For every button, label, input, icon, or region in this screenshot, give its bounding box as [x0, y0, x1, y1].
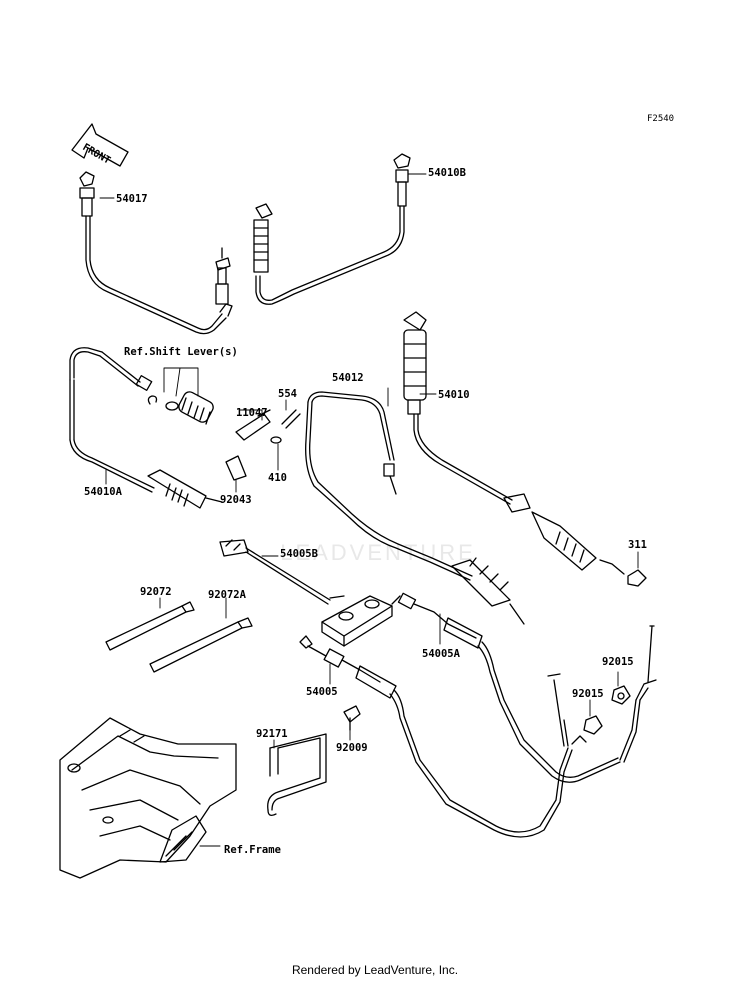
- label-11047[interactable]: 11047: [236, 407, 268, 419]
- diagram-id: F2540: [647, 114, 675, 124]
- cable-54010B: [253, 153, 411, 305]
- label-ref-frame: Ref.Frame: [224, 844, 281, 856]
- shift-lever-parts: [147, 391, 301, 481]
- label-92072[interactable]: 92072: [140, 586, 172, 598]
- bolt-92009: [343, 705, 361, 731]
- cable-ties: [105, 601, 253, 673]
- cable-54012: [305, 391, 525, 625]
- label-92171[interactable]: 92171: [256, 728, 288, 740]
- label-54012[interactable]: 54012: [332, 372, 364, 384]
- cable-54010: [403, 311, 647, 587]
- cable-54005B: [219, 539, 345, 605]
- label-410[interactable]: 410: [268, 472, 287, 484]
- cable-54005A: [397, 592, 657, 783]
- label-92015-lower[interactable]: 92015: [572, 688, 604, 700]
- label-92072A[interactable]: 92072A: [208, 589, 246, 601]
- label-ref-shift-lever: Ref.Shift Lever(s): [124, 346, 238, 358]
- cable-54010A: [69, 347, 223, 509]
- label-54010A[interactable]: 54010A: [84, 486, 122, 498]
- label-54005A[interactable]: 54005A: [422, 648, 460, 660]
- watermark: LEADVENTURE: [280, 540, 476, 565]
- footer-credit: Rendered by LeadVenture, Inc.: [291, 963, 459, 977]
- cable-54017: [79, 171, 233, 335]
- leader-lines: [99, 173, 639, 847]
- label-54010[interactable]: 54010: [438, 389, 470, 401]
- label-311[interactable]: 311: [628, 539, 647, 551]
- label-92009[interactable]: 92009: [336, 742, 368, 754]
- frame-part: [59, 717, 237, 879]
- label-92015-upper[interactable]: 92015: [602, 656, 634, 668]
- label-54017[interactable]: 54017: [116, 193, 148, 205]
- label-54005B[interactable]: 54005B: [280, 548, 318, 560]
- cable-bracket: [321, 595, 401, 647]
- nuts-92015: [583, 685, 631, 735]
- bracket-92171: [267, 733, 327, 816]
- front-arrow-icon: [71, 123, 129, 167]
- label-54005[interactable]: 54005: [306, 686, 338, 698]
- label-554[interactable]: 554: [278, 388, 297, 400]
- label-92043[interactable]: 92043: [220, 494, 252, 506]
- cable-54005: [299, 635, 587, 838]
- label-54010B[interactable]: 54010B: [428, 167, 466, 179]
